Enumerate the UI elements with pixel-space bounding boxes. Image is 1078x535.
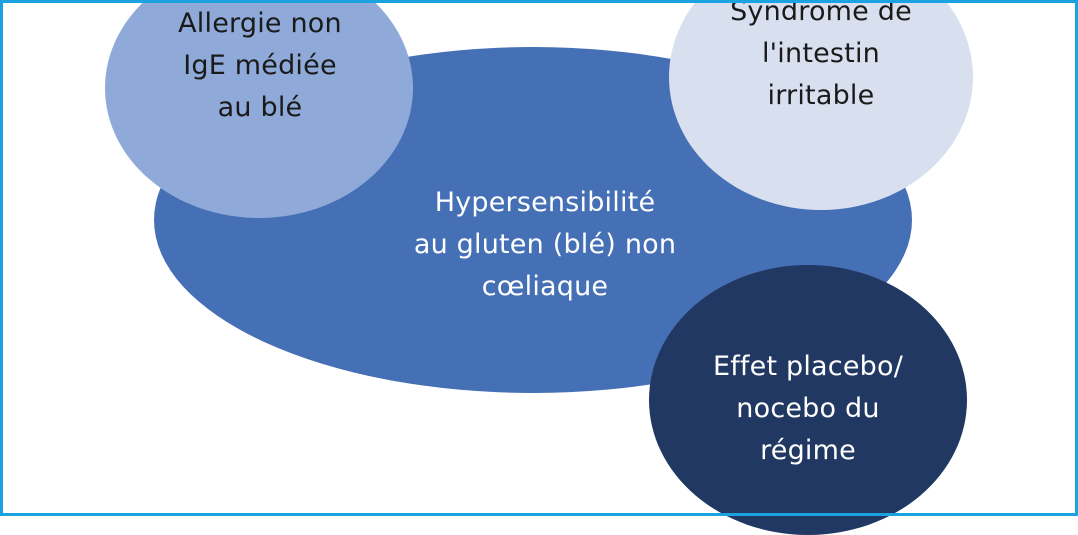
gluten-sensitivity-label: Hypersensibilité au gluten (blé) non cœl… <box>413 187 677 302</box>
ibs-circle <box>669 0 973 210</box>
wheat-allergy-label: Allergie non IgE médiée au blé <box>178 8 342 123</box>
ibs-label: Syndrome de l'intestin irritable <box>730 0 912 111</box>
placebo-nocebo-label: Effet placebo/ nocebo du régime <box>712 351 904 466</box>
placebo-nocebo-circle <box>649 265 967 535</box>
wheat-allergy-circle <box>105 0 413 218</box>
